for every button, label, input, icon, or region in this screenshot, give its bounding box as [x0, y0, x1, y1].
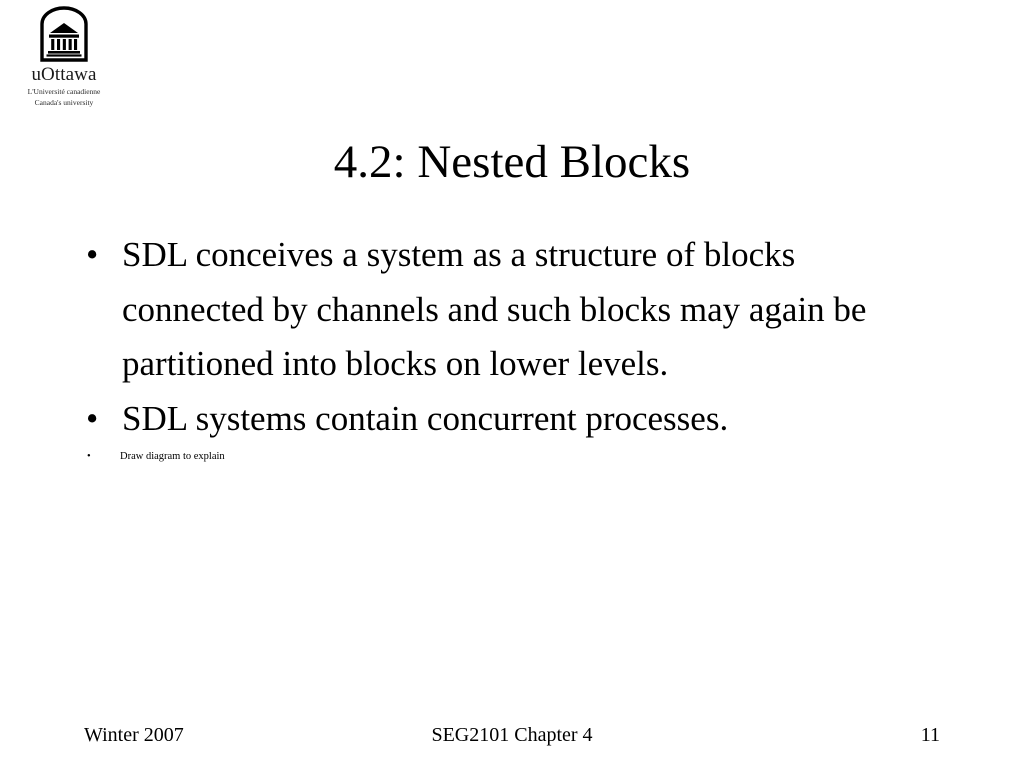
footer-page-number: 11	[920, 724, 940, 746]
uottawa-crest-icon	[40, 6, 88, 62]
logo-wordmark: uOttawa	[31, 64, 97, 85]
uottawa-logo: uOttawa L'Université canadienne Canada's…	[8, 6, 120, 107]
sub-bullet-text: Draw diagram to explain	[120, 451, 225, 462]
sub-bullet-item: • Draw diagram to explain	[84, 446, 944, 468]
body-content: • SDL conceives a system as a structure …	[84, 228, 944, 468]
bullet-marker-icon: •	[86, 398, 99, 438]
bullet-item: • SDL systems contain concurrent process…	[84, 392, 944, 447]
bullet-marker-icon: •	[86, 235, 99, 274]
bullet-item: • SDL conceives a system as a structure …	[84, 228, 944, 392]
footer-course: SEG2101 Chapter 4	[431, 724, 593, 746]
bullet-text: SDL conceives a system as a structure of…	[122, 235, 867, 383]
page-title: 4.2: Nested Blocks	[333, 136, 691, 189]
sub-bullet-marker-icon: •	[87, 451, 91, 462]
bullet-text: SDL systems contain concurrent processes…	[122, 398, 729, 438]
slide-footer: Winter 2007 SEG2101 Chapter 4 11	[0, 722, 1024, 752]
logo-tagline-fr: L'Université canadienne	[27, 87, 101, 96]
logo-tagline-en: Canada's university	[34, 98, 94, 107]
footer-term: Winter 2007	[84, 724, 184, 746]
